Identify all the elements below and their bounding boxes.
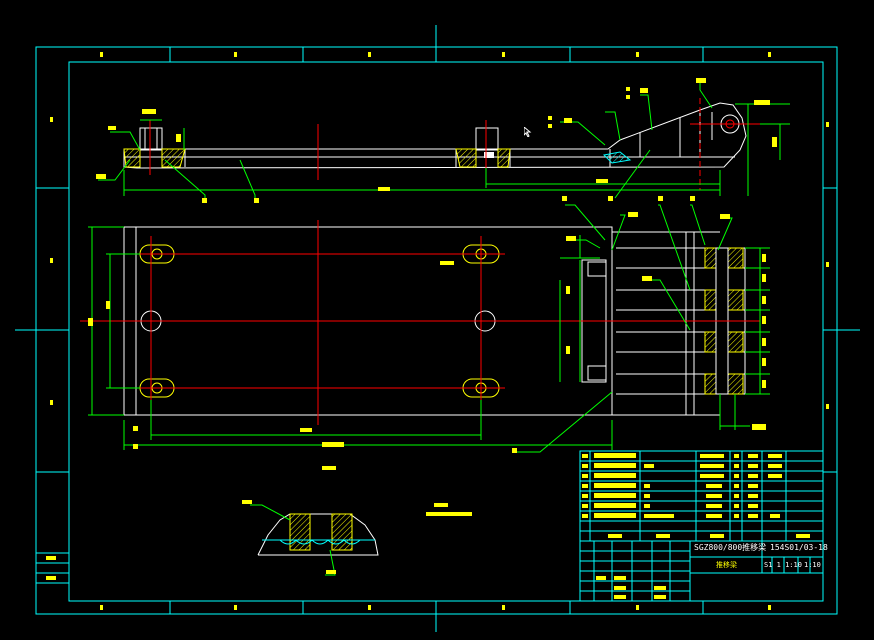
section-detail — [242, 500, 379, 576]
title-block-grid — [579, 450, 824, 602]
drawing-code: 154S01/03-18 — [770, 543, 828, 552]
title-block-entries — [582, 453, 810, 599]
plan-view — [80, 196, 770, 470]
drawing-number: SGZ800/800推移梁 — [694, 543, 767, 552]
part-name-label: 推移梁 — [716, 561, 737, 569]
elevation-view — [96, 78, 790, 203]
left-stamp-boxes — [36, 552, 69, 584]
zone-markers — [50, 52, 829, 610]
technical-notes — [426, 503, 472, 516]
sheet-border — [15, 25, 860, 632]
sheet-scale: 1:10 — [804, 561, 821, 569]
scale-label: S1 1 1:10 — [764, 561, 802, 569]
